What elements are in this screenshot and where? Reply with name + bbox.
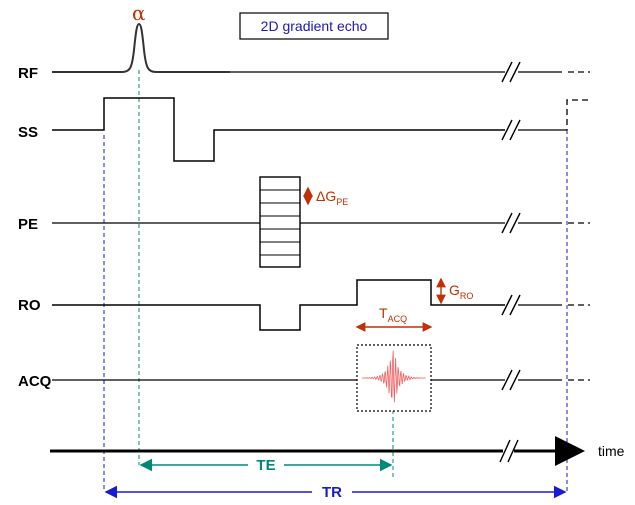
sequence-title: 2D gradient echo <box>261 18 368 34</box>
delta-g-subscript: PE <box>336 197 348 207</box>
flip-angle-label: α <box>132 1 146 25</box>
row-label-ro: RO <box>18 297 41 314</box>
ss-waveform <box>52 97 590 162</box>
tr-label: TR <box>322 484 342 501</box>
t-acq-subscript: ACQ <box>388 314 408 324</box>
g-ro-label: G <box>449 282 460 298</box>
delta-g-label: ΔG <box>316 188 336 204</box>
te-label: TE <box>256 457 275 474</box>
svg-text:TACQ: TACQ <box>379 305 407 324</box>
break-marks <box>499 61 521 463</box>
phase-encode-table <box>259 176 301 268</box>
row-label-ss: SS <box>18 124 38 141</box>
rf-waveform <box>52 22 590 73</box>
row-label-rf: RF <box>18 65 38 82</box>
title-box: 2D gradient echo <box>239 12 389 40</box>
svg-text:ΔGPE: ΔGPE <box>316 188 348 207</box>
t-acq-label: T <box>379 305 388 321</box>
row-label-pe: PE <box>18 216 38 233</box>
svg-text:GRO: GRO <box>449 282 473 301</box>
time-axis-label: time <box>598 443 625 459</box>
echo-signal <box>361 350 426 403</box>
g-ro-subscript: RO <box>460 291 474 301</box>
ro-waveform <box>52 279 590 331</box>
row-label-acq: ACQ <box>18 373 52 390</box>
